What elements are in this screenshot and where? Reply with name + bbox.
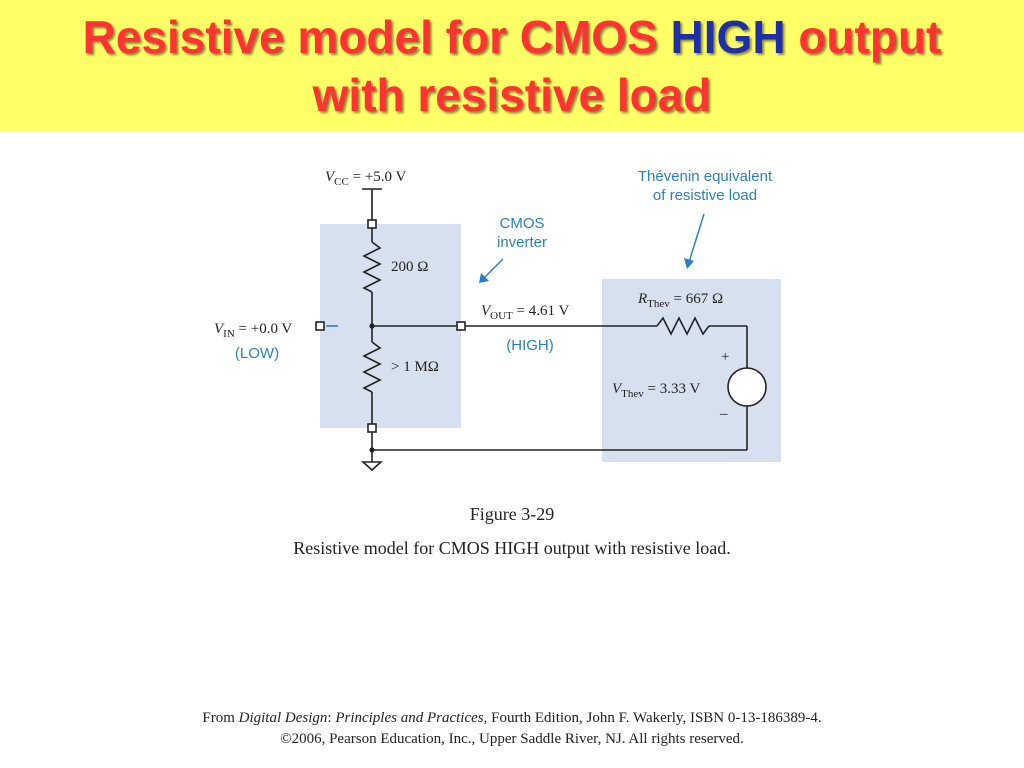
page-title: Resistive model for CMOS HIGH output wit… bbox=[0, 8, 1024, 124]
credit-book-title: Digital Design bbox=[238, 710, 328, 726]
vthev-source bbox=[727, 367, 767, 407]
rthev-resistor bbox=[656, 316, 710, 336]
vthev-label: VThev = 3.33 V bbox=[612, 381, 700, 400]
vout-terminal bbox=[456, 321, 466, 331]
figure-number: Figure 3-29 bbox=[469, 504, 555, 524]
rthev-label: RThev = 667 Ω bbox=[637, 291, 723, 310]
title-band bbox=[0, 0, 1024, 132]
top-resistor bbox=[362, 241, 382, 293]
gnd-terminal bbox=[367, 423, 377, 433]
vin-state: (LOW) bbox=[235, 345, 279, 362]
title-line2: with resistive load bbox=[312, 69, 712, 121]
source-plus-sign: + bbox=[721, 349, 729, 365]
vcc-label: VCC = +5.0 V bbox=[325, 169, 407, 188]
cmos-label-line1: CMOS bbox=[500, 215, 545, 232]
thevenin-label-line1: Thévenin equivalent bbox=[638, 168, 773, 185]
bottom-resistor bbox=[362, 341, 382, 393]
cmos-label-line2: inverter bbox=[497, 234, 547, 251]
credit-book-subtitle: Principles and Practices bbox=[335, 710, 484, 726]
figure-caption: Resistive model for CMOS HIGH output wit… bbox=[293, 538, 731, 558]
vout-state: (HIGH) bbox=[506, 337, 554, 354]
r-bottom-label: > 1 MΩ bbox=[391, 359, 439, 375]
ground-symbol bbox=[360, 461, 384, 472]
source-credit: From Digital Design: Principles and Prac… bbox=[0, 708, 1024, 750]
credit-colon: : bbox=[327, 710, 336, 726]
credit-from: From bbox=[202, 710, 239, 726]
title-highlight: HIGH bbox=[670, 11, 786, 63]
thevenin-label-line2: of resistive load bbox=[653, 187, 757, 204]
r-top-label: 200 Ω bbox=[391, 259, 428, 275]
source-minus-sign: – bbox=[719, 406, 728, 422]
title-line1-post: output bbox=[785, 11, 942, 63]
vin-label: VIN = +0.0 V bbox=[214, 321, 292, 340]
vcc-terminal bbox=[367, 219, 377, 229]
ground-junction bbox=[369, 447, 375, 453]
credit-details: , Fourth Edition, John F. Wakerly, ISBN … bbox=[483, 710, 822, 726]
title-line1-pre: Resistive model for CMOS bbox=[82, 11, 671, 63]
output-junction bbox=[369, 323, 375, 329]
cmos-arrow bbox=[482, 258, 504, 280]
thevenin-arrow bbox=[688, 213, 705, 263]
credit-copyright: ©2006, Pearson Education, Inc., Upper Sa… bbox=[280, 731, 744, 747]
vin-terminal bbox=[315, 321, 325, 331]
vout-label: VOUT = 4.61 V bbox=[481, 303, 569, 322]
